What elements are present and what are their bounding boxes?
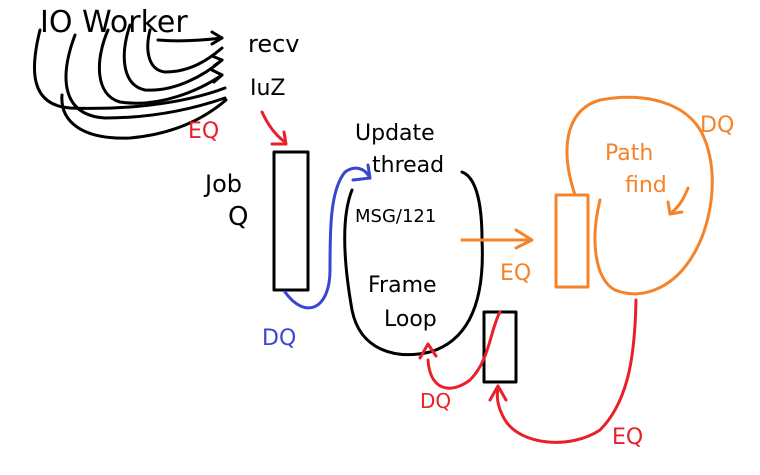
eq-bottom-arrow <box>495 298 638 444</box>
path-find-loop <box>565 95 714 296</box>
find-label: find <box>625 173 667 198</box>
worker-arrowhead-2 <box>210 54 224 68</box>
eq-bottom-arrowhead <box>488 384 508 402</box>
worker-curve-4 <box>122 23 224 92</box>
job-queue-box <box>272 150 310 292</box>
dq-orange-arrowhead <box>666 200 684 216</box>
worker-curve-2 <box>64 33 227 120</box>
dq-blue-label: DQ <box>262 326 296 351</box>
eq-mid-label: EQ <box>500 261 531 286</box>
path-queue-box <box>554 193 590 289</box>
worker-curve-7 <box>60 93 228 140</box>
update-label: Update <box>355 121 435 146</box>
job-q-label: Q <box>228 202 248 232</box>
dq-orange-label: DQ <box>700 113 734 138</box>
worker-curve-6 <box>156 36 224 43</box>
eq-top-arrow <box>260 110 287 144</box>
dq-orange-arrow <box>668 186 690 216</box>
worker-curve-3 <box>97 28 224 105</box>
path-label: Path <box>605 141 653 166</box>
io-worker-label: IO Worker <box>40 5 188 40</box>
worker-arrowhead-3 <box>210 68 224 84</box>
dq-red-arrow <box>426 310 502 390</box>
recv-sub-label: IuZ <box>250 76 286 101</box>
eq-top-label: EQ <box>188 119 219 144</box>
loop-label: Loop <box>384 307 437 332</box>
orange-eq-arrowhead <box>514 228 534 250</box>
worker-curve-1 <box>33 28 227 110</box>
dq-red-label: DQ <box>420 389 451 413</box>
recv-label: recv <box>248 30 300 58</box>
job-label: Job <box>203 170 242 198</box>
eq-bottom-label: EQ <box>612 425 643 450</box>
eq-top-arrowhead <box>270 130 288 146</box>
worker-curve-5 <box>146 28 224 74</box>
dq-blue-arrowhead <box>351 163 372 182</box>
msg-label: MSG/121 <box>355 206 436 227</box>
thread-label: thread <box>372 153 444 178</box>
update-thread-loop <box>343 170 484 357</box>
dq-blue-arrow <box>283 166 372 310</box>
frame-label: Frame <box>368 273 437 298</box>
dq-red-arrowhead <box>418 342 438 360</box>
worker-arrowhead-1 <box>210 30 224 46</box>
